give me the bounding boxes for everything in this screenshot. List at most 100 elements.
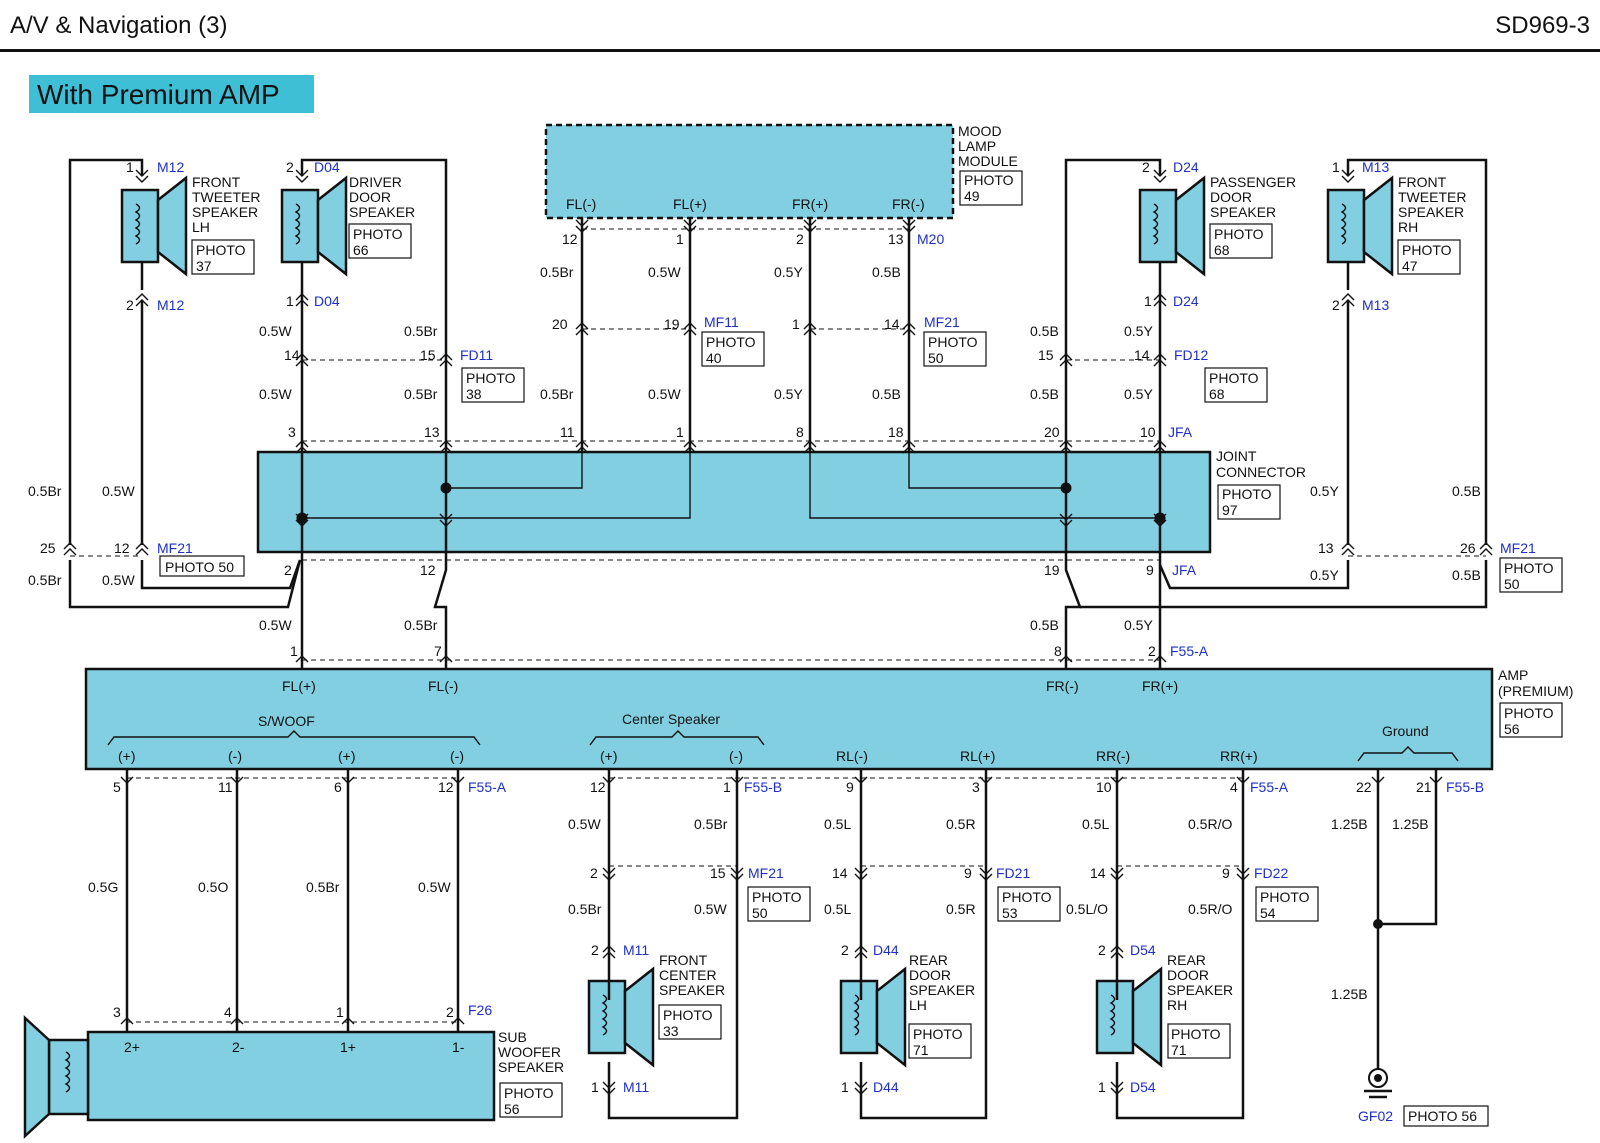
amp-block: [84, 667, 1494, 771]
page-header: A/V & Navigation (3) SD969-3: [0, 0, 1600, 52]
svg-text:0.5Y: 0.5Y: [774, 386, 803, 402]
svg-text:50: 50: [752, 905, 768, 921]
svg-text:1.25B: 1.25B: [1331, 986, 1368, 1002]
svg-text:14: 14: [1134, 347, 1150, 363]
svg-text:RL(+): RL(+): [960, 748, 995, 764]
svg-text:1: 1: [1332, 159, 1340, 175]
svg-text:FL(+): FL(+): [673, 196, 707, 212]
svg-text:(-): (-): [450, 748, 464, 764]
svg-text:9: 9: [1146, 562, 1154, 578]
svg-text:2: 2: [446, 1004, 454, 1020]
svg-text:LAMP: LAMP: [958, 138, 996, 154]
svg-text:0.5W: 0.5W: [259, 617, 292, 633]
svg-text:0.5B: 0.5B: [1030, 323, 1059, 339]
svg-text:SPEAKER: SPEAKER: [349, 204, 415, 220]
svg-text:FR(-): FR(-): [1046, 678, 1079, 694]
svg-text:RR(+): RR(+): [1220, 748, 1258, 764]
svg-text:MF21: MF21: [1500, 540, 1536, 556]
svg-text:0.5Y: 0.5Y: [1310, 567, 1339, 583]
svg-text:TWEETER: TWEETER: [192, 189, 260, 205]
svg-text:0.5L/O: 0.5L/O: [1066, 901, 1108, 917]
svg-text:13: 13: [424, 424, 440, 440]
svg-text:2: 2: [126, 297, 134, 313]
svg-text:FD12: FD12: [1174, 347, 1208, 363]
svg-text:71: 71: [913, 1042, 929, 1058]
amp-label: AMP (PREMIUM) PHOTO 56: [1498, 667, 1573, 737]
svg-text:JOINT: JOINT: [1216, 448, 1257, 464]
svg-text:0.5B: 0.5B: [872, 264, 901, 280]
svg-text:3: 3: [113, 1004, 121, 1020]
svg-text:JFA: JFA: [1172, 562, 1197, 578]
svg-text:68: 68: [1214, 242, 1230, 258]
subwoofer-label: SUB WOOFER SPEAKER PHOTO 56: [498, 1029, 564, 1117]
svg-text:11: 11: [560, 424, 575, 440]
svg-text:1.25B: 1.25B: [1331, 816, 1368, 832]
svg-text:PHOTO: PHOTO: [752, 889, 802, 905]
speaker-label-rear-door-lh: REAR DOOR SPEAKER LH PHOTO 71 2 D44 1 D4…: [841, 942, 975, 1095]
svg-text:3: 3: [972, 779, 980, 795]
svg-text:REAR: REAR: [909, 952, 948, 968]
svg-text:0.5W: 0.5W: [102, 483, 135, 499]
svg-text:2: 2: [841, 942, 849, 958]
svg-text:F55-A: F55-A: [1250, 779, 1289, 795]
svg-text:DOOR: DOOR: [1210, 189, 1252, 205]
svg-text:GF02: GF02: [1358, 1108, 1393, 1124]
svg-text:CENTER: CENTER: [659, 967, 717, 983]
svg-text:37: 37: [196, 258, 212, 274]
svg-text:9: 9: [846, 779, 854, 795]
svg-text:FR(-): FR(-): [892, 196, 925, 212]
driver-door-speaker-icon: [280, 176, 348, 276]
connector-dashes: [70, 228, 1486, 1023]
svg-text:0.5B: 0.5B: [1030, 386, 1059, 402]
svg-text:D04: D04: [314, 293, 340, 309]
svg-text:PHOTO: PHOTO: [1171, 1026, 1221, 1042]
svg-text:66: 66: [353, 242, 369, 258]
joint-connector-label: JOINT CONNECTOR PHOTO 97: [1216, 448, 1306, 518]
connector-chevrons: [63, 169, 1493, 1095]
svg-text:M11: M11: [623, 942, 649, 958]
svg-text:D04: D04: [314, 159, 340, 175]
svg-text:0.5Br: 0.5Br: [404, 323, 438, 339]
svg-text:(+): (+): [338, 748, 356, 764]
svg-text:PHOTO: PHOTO: [1002, 889, 1052, 905]
svg-text:PHOTO: PHOTO: [353, 226, 403, 242]
front-tweeter-rh-speaker-icon: [1326, 176, 1394, 276]
svg-text:53: 53: [1002, 905, 1018, 921]
svg-text:RH: RH: [1398, 219, 1418, 235]
svg-text:F26: F26: [468, 1002, 492, 1018]
svg-text:(PREMIUM): (PREMIUM): [1498, 683, 1573, 699]
svg-text:F55-B: F55-B: [1446, 779, 1484, 795]
svg-text:7: 7: [434, 643, 442, 659]
svg-text:SPEAKER: SPEAKER: [1398, 204, 1464, 220]
svg-text:SPEAKER: SPEAKER: [192, 204, 258, 220]
svg-text:PHOTO: PHOTO: [466, 370, 516, 386]
svg-text:40: 40: [706, 350, 722, 366]
svg-text:6: 6: [334, 779, 342, 795]
svg-text:0.5Y: 0.5Y: [1310, 483, 1339, 499]
svg-text:0.5R: 0.5R: [946, 816, 976, 832]
svg-text:0.5B: 0.5B: [1452, 483, 1481, 499]
svg-text:PHOTO 56: PHOTO 56: [1408, 1108, 1477, 1124]
svg-text:9: 9: [1222, 865, 1230, 881]
svg-text:PHOTO: PHOTO: [1504, 705, 1554, 721]
svg-text:8: 8: [1054, 643, 1062, 659]
svg-text:FD22: FD22: [1254, 865, 1288, 881]
svg-text:1: 1: [591, 1079, 599, 1095]
svg-text:20: 20: [1044, 424, 1060, 440]
svg-text:12: 12: [562, 231, 578, 247]
svg-text:0.5Y: 0.5Y: [1124, 386, 1153, 402]
svg-text:2: 2: [1142, 159, 1150, 175]
svg-text:(+): (+): [600, 748, 618, 764]
svg-text:2: 2: [286, 159, 294, 175]
svg-text:0.5B: 0.5B: [1030, 617, 1059, 633]
svg-text:(-): (-): [729, 748, 743, 764]
svg-text:F55-A: F55-A: [1170, 643, 1209, 659]
svg-text:12: 12: [590, 779, 606, 795]
svg-text:13: 13: [1318, 540, 1334, 556]
svg-text:19: 19: [664, 316, 680, 332]
svg-text:0.5Br: 0.5Br: [568, 901, 602, 917]
variant-tag-label: With Premium AMP: [37, 79, 280, 110]
speaker-label-tweeter-rh: FRONT TWEETER SPEAKER RH PHOTO 47 1 M13 …: [1332, 159, 1466, 313]
svg-text:PHOTO: PHOTO: [196, 242, 246, 258]
svg-text:0.5B: 0.5B: [872, 386, 901, 402]
